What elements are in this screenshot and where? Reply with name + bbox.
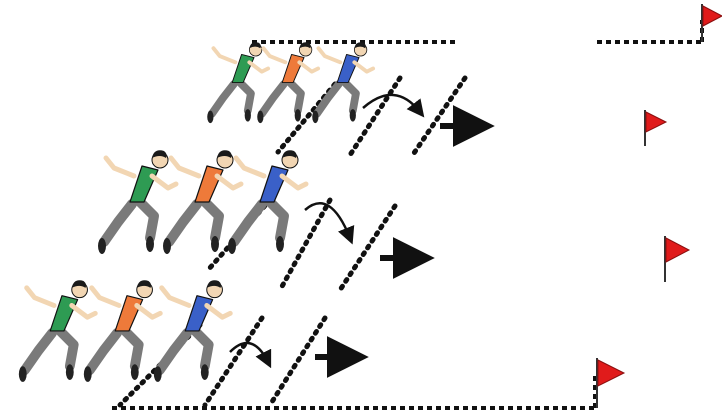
flag-icon <box>665 236 689 282</box>
exchange-line <box>270 318 325 405</box>
runner-orange <box>84 280 160 382</box>
runner-orange <box>163 150 241 254</box>
runner-group <box>19 280 230 382</box>
runner-blue <box>154 280 230 382</box>
top-boundary-line <box>252 20 702 42</box>
straight-arrows <box>315 126 478 357</box>
exchange-line <box>340 206 395 290</box>
runner-group <box>207 42 373 123</box>
finish-flags <box>597 4 722 408</box>
runners <box>19 42 373 382</box>
flag-icon <box>702 4 722 42</box>
flag-icon <box>645 110 666 146</box>
exchange-line <box>205 318 262 405</box>
runner-blue <box>228 150 306 254</box>
runner-green <box>207 42 268 123</box>
exchange-line <box>412 78 465 156</box>
flag-icon <box>597 358 624 408</box>
runner-green <box>98 150 176 254</box>
runner-orange <box>257 42 318 123</box>
runner-blue <box>312 42 373 123</box>
curved-arrow-top <box>363 95 420 112</box>
runner-group <box>98 150 306 254</box>
bottom-boundary-line <box>112 376 595 408</box>
runner-green <box>19 280 95 382</box>
